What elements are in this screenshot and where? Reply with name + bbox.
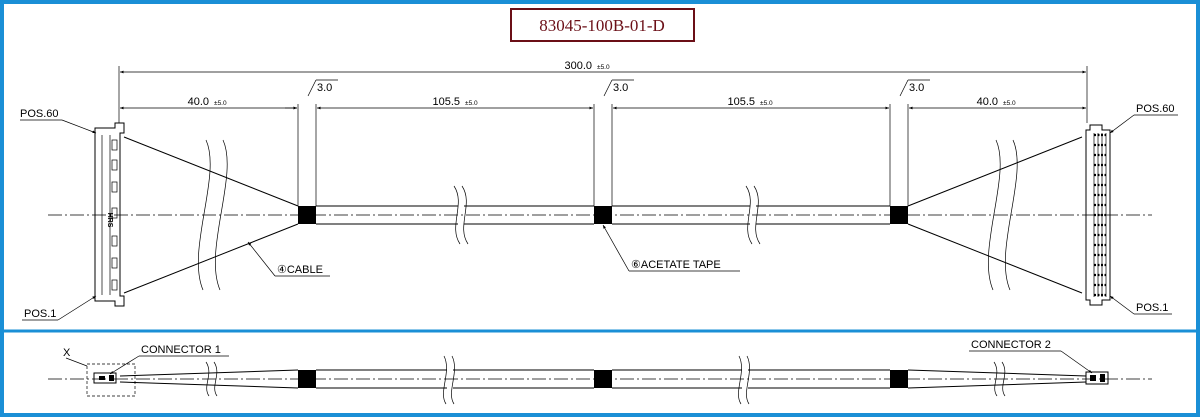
label-cable: ④CABLE [247,241,330,277]
middle-segment-2-tol: ±5.0 [760,100,773,107]
dimension-overall: 300.0 ±5.0 [120,60,1086,74]
label-acetate-tape: ⑥ACETATE TAPE [602,224,740,272]
connector-left-top: HRS [94,122,125,307]
label-connector1: CONNECTOR 1 [109,344,229,375]
extension-lines [118,66,1088,206]
connector-marking: HRS [106,213,113,228]
middle-segment-1-value: 105.5 [432,96,460,108]
svg-text:POS.1: POS.1 [1136,302,1168,314]
svg-text:CONNECTOR 1: CONNECTOR 1 [141,344,221,356]
cable-body-side [119,369,1087,389]
dimension-segments: 40.0 ±5.0 105.5 ±5.0 105.5 ±5.0 40.0 ±5.… [120,96,1086,110]
label-pos60-right: POS.60 [1109,103,1178,134]
tape-width-2: 3.0 [613,82,628,94]
svg-text:X: X [63,347,71,359]
label-pos1-right: POS.1 [1109,295,1172,315]
svg-text:POS.1: POS.1 [24,308,56,320]
tape-width-dims: 3.0 3.0 3.0 [285,79,930,110]
acetate-tapes-side [298,370,908,388]
acetate-tapes-top [298,206,908,224]
cable-body-top [123,136,1083,294]
label-x: X [63,347,88,367]
left-segment-value: 40.0 [188,96,209,108]
connector-right-top [1085,124,1111,306]
middle-segment-2-value: 105.5 [727,96,755,108]
break-marks-top [198,139,1018,291]
tape-block [594,206,612,224]
svg-text:④CABLE: ④CABLE [277,264,323,276]
svg-text:⑥ACETATE TAPE: ⑥ACETATE TAPE [631,259,721,271]
connector-right-side [1085,371,1109,385]
connector-left-side [86,363,136,397]
label-pos60-left: POS.60 [20,108,97,134]
label-connector2: CONNECTOR 2 [969,339,1093,374]
svg-text:CONNECTOR 2: CONNECTOR 2 [971,339,1051,351]
left-segment-tol: ±5.0 [214,100,227,107]
tape-width-3: 3.0 [909,82,924,94]
part-number: 83045-100B-01-D [539,16,665,35]
tape-block [298,206,316,224]
tape-block [890,206,908,224]
part-number-box [510,8,695,42]
overall-tol: ±5.0 [597,64,610,71]
svg-text:POS.60: POS.60 [1136,103,1175,115]
right-segment-tol: ±5.0 [1003,100,1016,107]
overall-value: 300.0 [564,60,592,72]
label-pos1-left: POS.1 [22,295,97,321]
break-marks-side [205,355,1006,405]
middle-segment-1-tol: ±5.0 [465,100,478,107]
right-segment-value: 40.0 [977,96,998,108]
tape-width-1: 3.0 [317,82,332,94]
svg-text:POS.60: POS.60 [20,108,59,120]
